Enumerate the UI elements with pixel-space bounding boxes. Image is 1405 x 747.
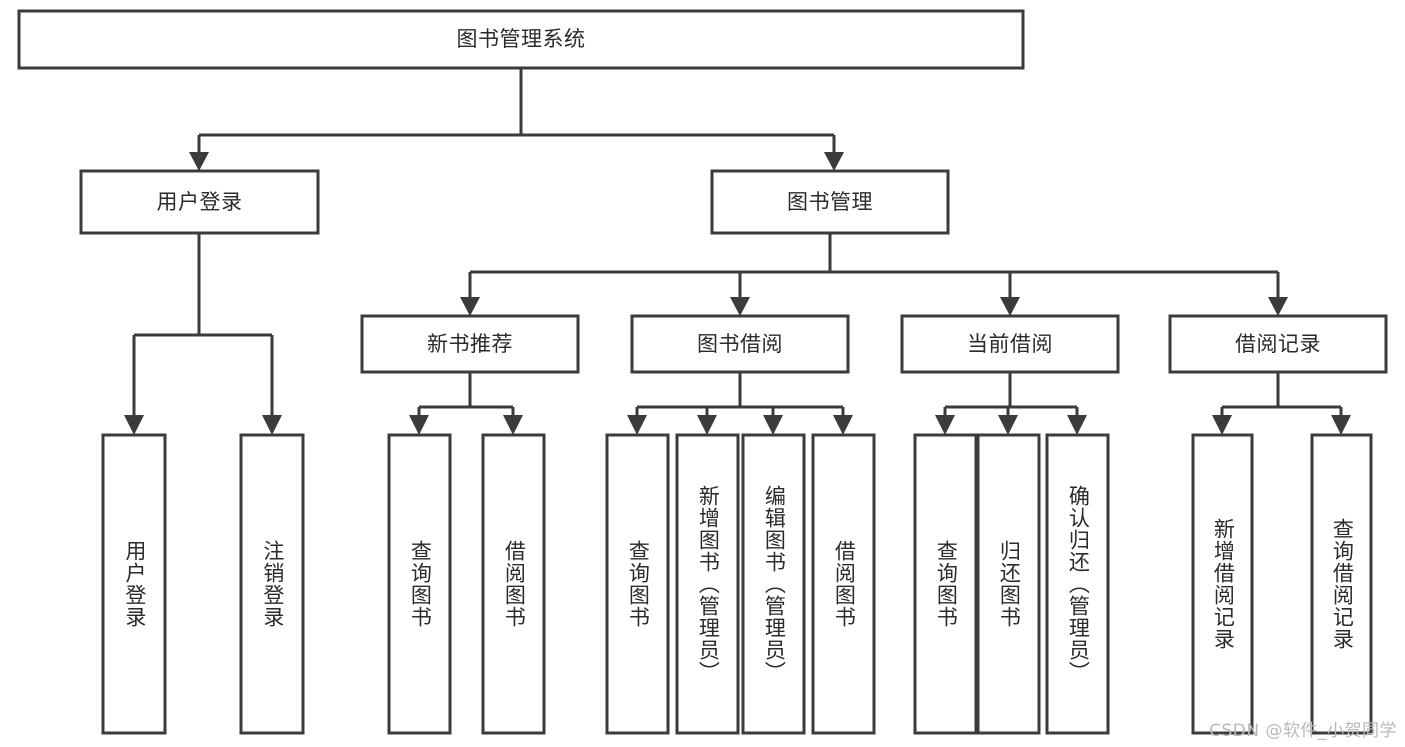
connector-newbook-to-leaves (409, 372, 523, 435)
node-box-leaf-1[interactable] (239, 433, 305, 735)
node-box-leaf-3[interactable] (481, 433, 546, 735)
node-box-user-login[interactable] (79, 169, 320, 235)
node-box-leaf-8[interactable] (913, 433, 978, 735)
connector-current-to-leaves (935, 372, 1087, 435)
node-box-leaf-11[interactable] (1191, 433, 1254, 735)
node-box-leaf-4[interactable] (605, 433, 670, 735)
node-box-leaf-2[interactable] (387, 433, 452, 735)
connector-bookmgmt-to-level3 (460, 233, 1288, 316)
node-box-leaf-6[interactable] (741, 433, 806, 735)
node-box-borrow-record[interactable] (1168, 314, 1388, 374)
csdn-watermark: CSDN @软件_小贺同学 (1209, 721, 1397, 741)
node-box-leaf-9[interactable] (976, 433, 1041, 735)
node-box-current-borrow[interactable] (900, 314, 1120, 374)
node-box-leaf-10[interactable] (1045, 433, 1110, 735)
connector-record-to-leaves (1212, 372, 1351, 435)
node-box-leaf-12[interactable] (1310, 433, 1373, 735)
node-box-root[interactable] (17, 9, 1025, 70)
node-box-book-borrow[interactable] (630, 314, 850, 374)
node-box-new-book-recommend[interactable] (360, 314, 580, 374)
connector-root-to-level2 (189, 68, 844, 171)
node-box-leaf-0[interactable] (101, 433, 167, 735)
node-box-leaf-5[interactable] (675, 433, 740, 735)
node-box-leaf-7[interactable] (811, 433, 876, 735)
connector-borrow-to-leaves (627, 372, 853, 435)
connector-userlogin-to-leaves (124, 233, 282, 435)
node-box-book-management[interactable] (710, 169, 950, 235)
